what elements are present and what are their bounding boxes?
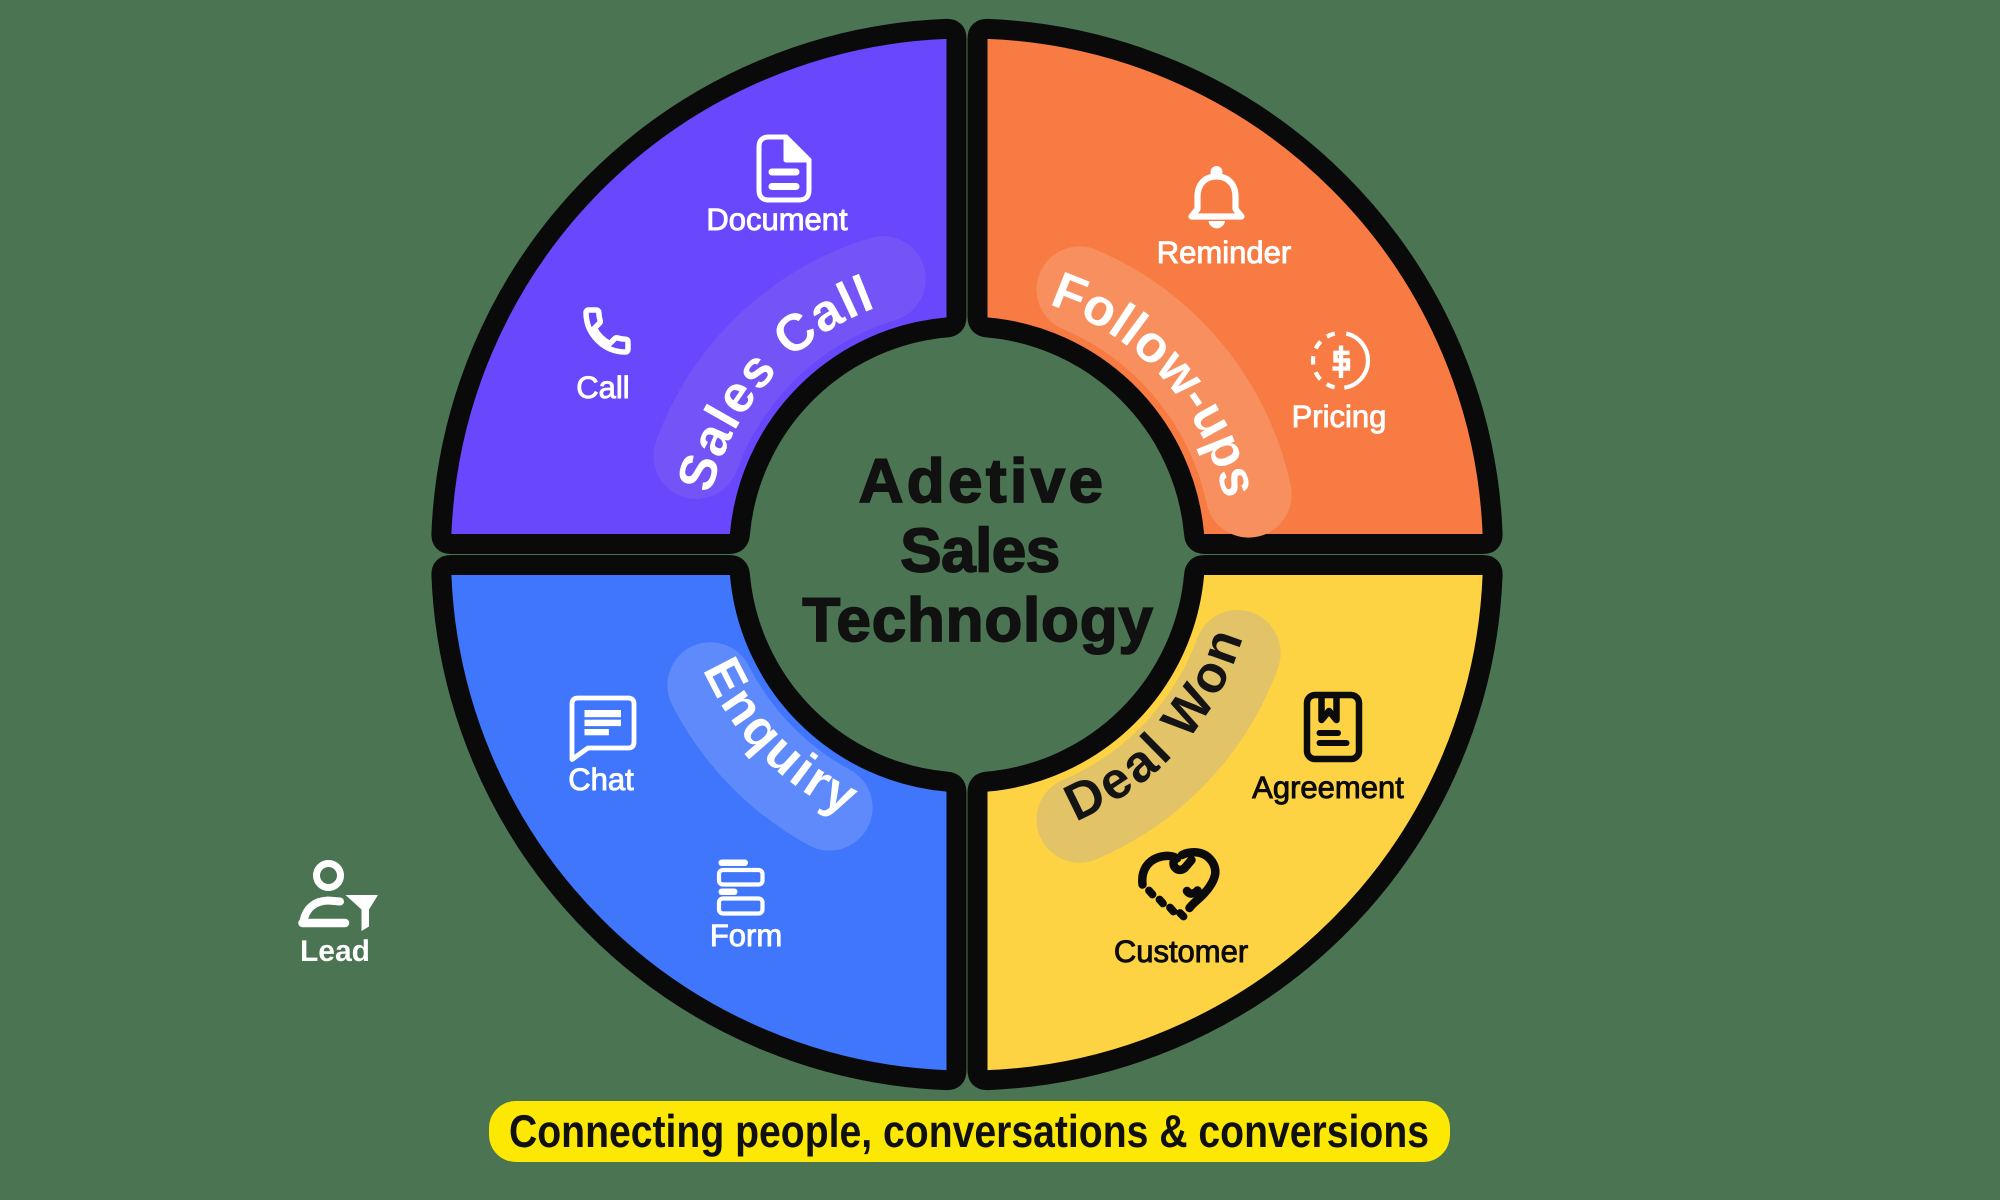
svg-text:Technology: Technology <box>802 586 1153 655</box>
svg-text:Adetive: Adetive <box>859 447 1107 516</box>
svg-text:Form: Form <box>710 918 782 953</box>
svg-text:Agreement: Agreement <box>1252 770 1404 805</box>
svg-text:Lead: Lead <box>300 935 370 968</box>
svg-text:Call: Call <box>576 370 629 405</box>
svg-text:Chat: Chat <box>568 762 634 797</box>
svg-text:Reminder: Reminder <box>1157 235 1291 270</box>
svg-text:Connecting people, conversatio: Connecting people, conversations & conve… <box>509 1105 1429 1157</box>
svg-text:Document: Document <box>706 202 848 237</box>
svg-text:Customer: Customer <box>1114 934 1248 969</box>
svg-text:Sales: Sales <box>900 517 1060 586</box>
svg-text:Pricing: Pricing <box>1292 399 1387 434</box>
